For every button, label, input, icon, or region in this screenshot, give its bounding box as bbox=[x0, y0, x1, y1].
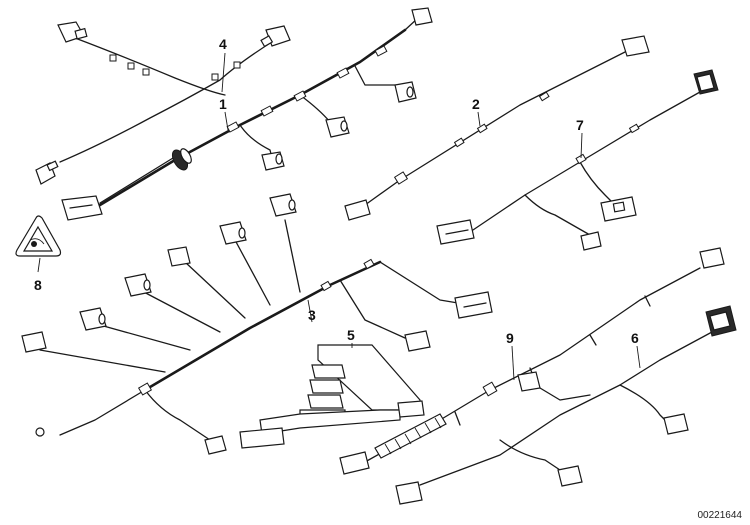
callout-7: 7 bbox=[576, 117, 584, 133]
connector-3i bbox=[204, 435, 227, 455]
warning-label-part-8 bbox=[15, 215, 62, 257]
connector-1c bbox=[325, 116, 350, 138]
harness-part-2 bbox=[344, 35, 650, 221]
connector-7d bbox=[693, 69, 719, 95]
harness-part-7 bbox=[436, 69, 719, 251]
connector-2b bbox=[621, 35, 650, 57]
connector-6e bbox=[705, 305, 737, 337]
connector-3a bbox=[269, 193, 297, 217]
callout-6: 6 bbox=[631, 330, 639, 346]
connector-5a bbox=[239, 427, 285, 449]
ribbon-cable-part-5 bbox=[239, 344, 425, 449]
ground-eyelet-icon bbox=[35, 427, 45, 437]
connector-4a bbox=[57, 21, 88, 43]
connector-3e bbox=[79, 307, 107, 331]
connector-4c bbox=[35, 160, 59, 185]
image-number: 00221644 bbox=[698, 510, 743, 521]
connector-3h bbox=[404, 330, 431, 352]
connector-3g bbox=[454, 291, 493, 319]
connector-1b bbox=[261, 151, 285, 171]
warning-symbol-icon bbox=[31, 241, 37, 247]
connector-2a bbox=[344, 199, 371, 221]
connector-3c bbox=[167, 246, 191, 267]
connector-1e bbox=[411, 7, 433, 26]
callout-1: 1 bbox=[219, 96, 227, 112]
callout-9: 9 bbox=[506, 330, 514, 346]
callout-3: 3 bbox=[308, 307, 316, 323]
connector-4b bbox=[260, 25, 291, 48]
connector-7c bbox=[600, 196, 637, 222]
harness-part-4 bbox=[35, 21, 291, 185]
harness-part-1 bbox=[61, 7, 433, 221]
callout-5: 5 bbox=[347, 327, 355, 343]
connector-6b bbox=[557, 465, 583, 487]
connector-7b bbox=[580, 231, 602, 251]
callout-8: 8 bbox=[34, 277, 42, 293]
connector-1a bbox=[61, 195, 103, 221]
harness-part-6 bbox=[395, 305, 737, 505]
callout-4: 4 bbox=[219, 36, 227, 52]
connector-5b bbox=[397, 400, 425, 418]
connector-3b bbox=[219, 221, 247, 245]
connector-3f bbox=[21, 331, 47, 353]
connector-9a bbox=[339, 451, 370, 475]
connector-7a bbox=[436, 219, 475, 245]
harness-part-3 bbox=[21, 193, 493, 455]
callout-2: 2 bbox=[472, 96, 480, 112]
corrugated-tube bbox=[374, 413, 447, 459]
connector-9b bbox=[699, 247, 725, 269]
connector-1d bbox=[394, 81, 417, 103]
leader-lines bbox=[37, 52, 641, 381]
connector-3d bbox=[124, 273, 152, 297]
connector-6d bbox=[663, 413, 689, 435]
connector-6c bbox=[517, 371, 541, 392]
connector-6a bbox=[395, 481, 423, 505]
harness-part-9 bbox=[339, 247, 725, 475]
